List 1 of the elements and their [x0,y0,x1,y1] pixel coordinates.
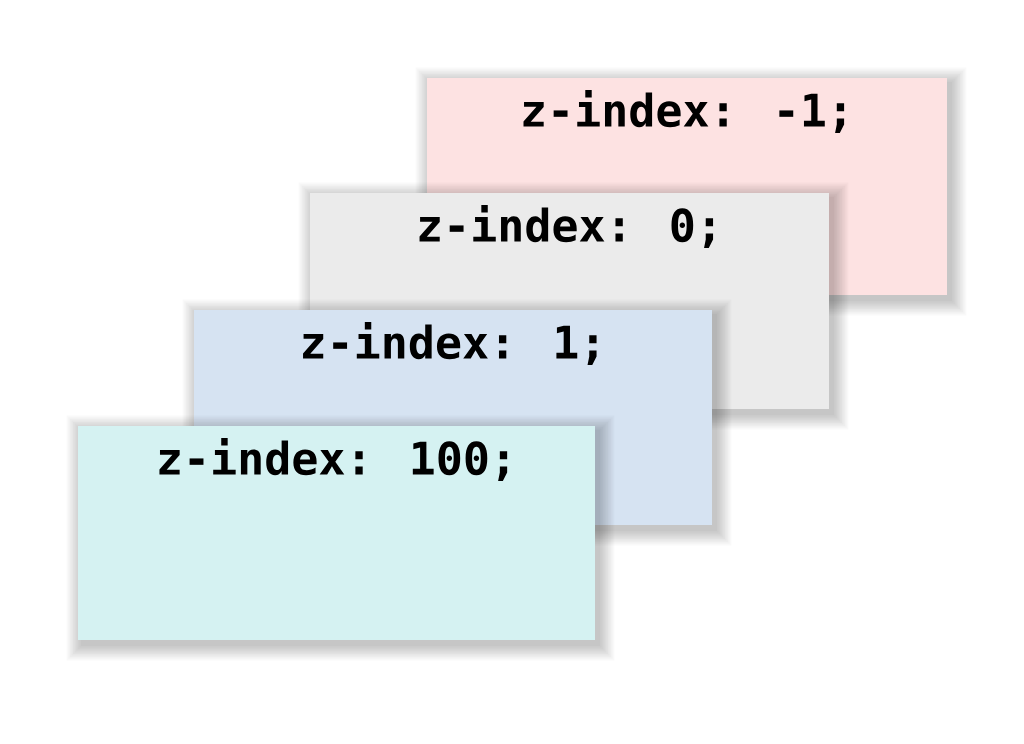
card: z-index: 100; [78,426,595,640]
